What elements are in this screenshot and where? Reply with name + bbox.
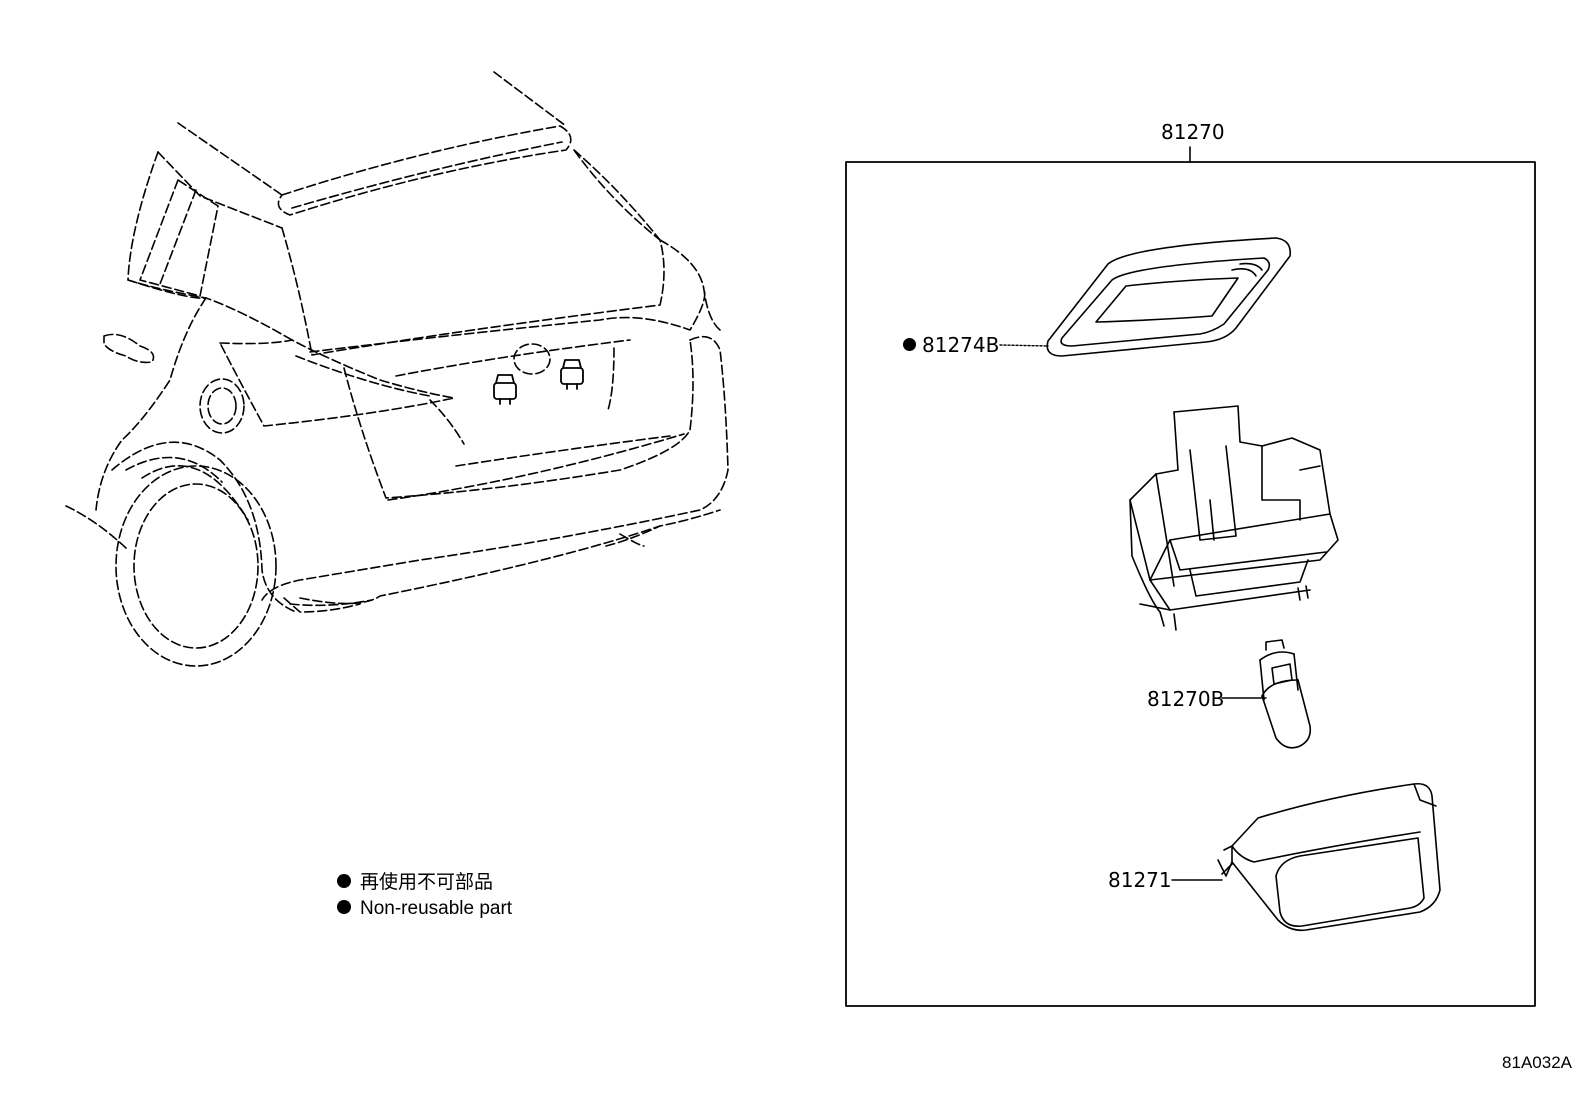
- car-illustration: [65, 71, 729, 667]
- gasket-leader: [999, 344, 1049, 347]
- gasket-part: [1046, 237, 1292, 357]
- legend-en: Non-reusable part: [337, 898, 512, 920]
- label-gasket-81274b: 81274B: [903, 334, 999, 356]
- legend-jp: 再使用不可部品: [337, 872, 493, 894]
- label-lens-81271: 81271: [1108, 868, 1172, 892]
- non-reusable-bullet-icon: [903, 338, 916, 351]
- label-bulb-81270b: 81270B: [1147, 687, 1225, 711]
- legend-jp-text: 再使用不可部品: [360, 872, 494, 893]
- legend-bullet-icon: [337, 899, 351, 914]
- plate-lamp-on-car-left: [493, 374, 517, 405]
- plate-lamp-on-car-right: [560, 359, 584, 390]
- legend-en-text: Non-reusable part: [360, 898, 513, 919]
- label-assembly-81270: 81270: [1161, 120, 1225, 144]
- lens-part: [1217, 782, 1441, 932]
- lamp-housing-part: [1129, 405, 1339, 631]
- legend-bullet-icon: [337, 873, 351, 888]
- bulb-part: [1259, 639, 1312, 749]
- gasket-number: 81274B: [922, 333, 1000, 357]
- diagram-code: 81A032A: [1502, 1053, 1572, 1072]
